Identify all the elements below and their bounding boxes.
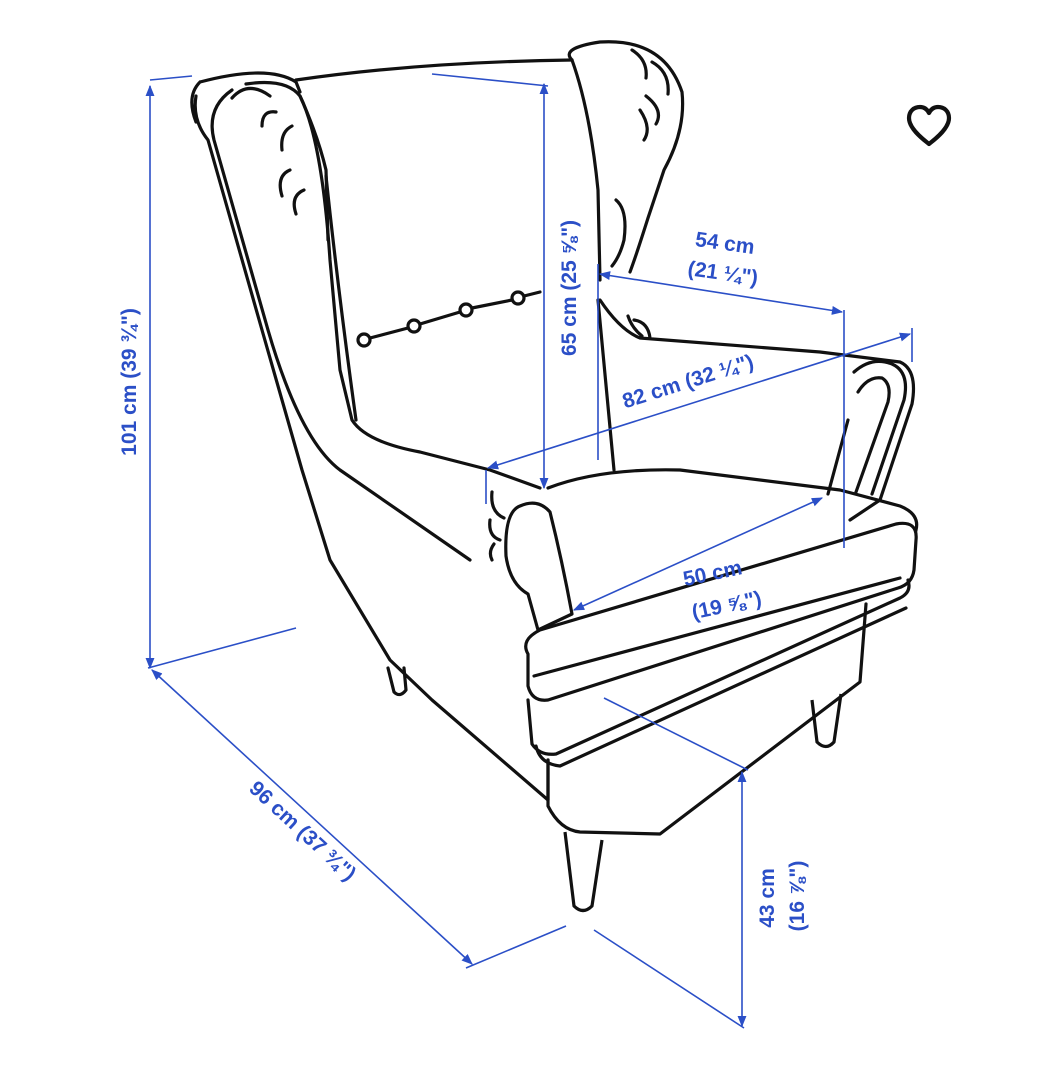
height-total-label: 101 cm (39 ¾") [118,308,141,456]
heart-outline-icon [906,104,952,147]
seat-base-piping [534,606,908,768]
front-right-leg [810,693,843,749]
right-armrest [598,298,916,522]
depth-dimension-line [151,669,473,965]
left-wing-outline [190,71,550,802]
seat-depth-in-label: (21 ¼") [686,257,759,290]
backrest-height-label: 65 cm (25 ⅝") [558,220,581,356]
width-dimension-line [486,332,912,470]
seat-height-cm-label: 43 cm [756,868,779,928]
dimension-labels: 101 cm (39 ¾") 65 cm (25 ⅝") 96 cm (37 ¾… [118,220,809,931]
seat-piping [532,576,902,678]
left-wing-scroll [230,86,306,216]
backrest-inner-right [596,298,616,472]
seat-width-dimension-line [572,497,824,611]
right-wing-outline [567,40,685,282]
left-armrest-front [504,501,574,632]
front-left-leg [563,831,604,913]
backrest-inner-left [324,174,358,422]
favorite-button[interactable] [898,98,960,154]
seat-depth-dimension-line [598,271,844,315]
seat-depth-cm-label: 54 cm [694,228,756,259]
depth-total-label: 96 cm (37 ¾") [244,777,360,886]
armchair-illustration [190,40,919,913]
dimension-lines [145,73,913,1029]
left-wing-front [298,94,542,490]
seat-height-in-label: (16 ⅞") [786,861,809,932]
left-armrest-scroll [488,490,506,562]
seat-cushion-top [546,468,919,550]
backrest-top [294,58,574,82]
button-tufting [356,290,542,348]
right-wing-scroll [610,48,670,268]
right-armrest-roll [826,359,908,496]
